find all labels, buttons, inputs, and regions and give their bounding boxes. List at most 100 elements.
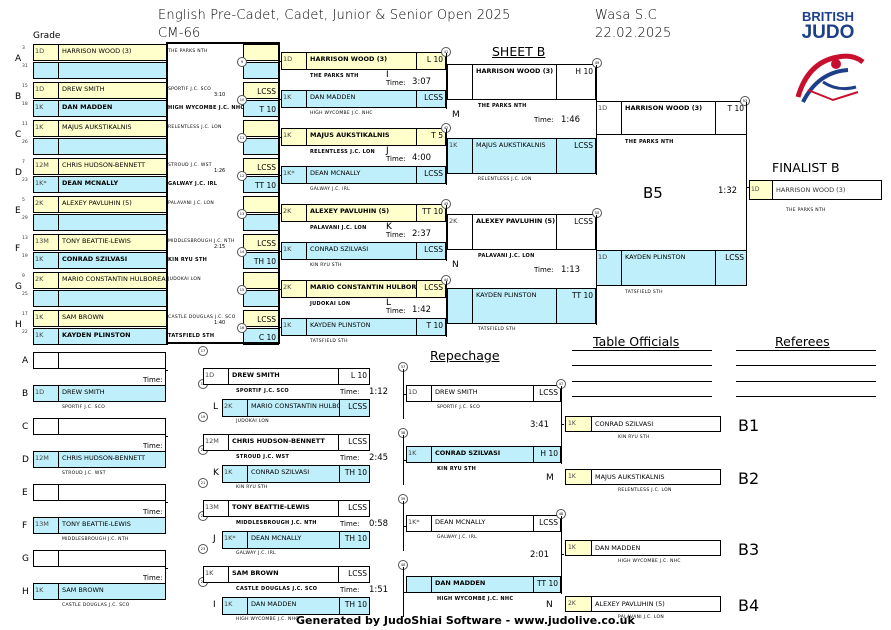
time-label: Time: (143, 574, 163, 582)
bracket-line (279, 289, 282, 290)
score-cell: L 10 (338, 368, 370, 385)
match-number: 12 (237, 171, 247, 181)
match-number: 10 (237, 95, 247, 105)
score-cell: LCSS (533, 385, 561, 402)
match-number: 11 (237, 133, 247, 143)
grade-cell: 1K (33, 310, 59, 327)
club-label: STROUD J.C. WST (236, 454, 290, 460)
club-label: THE PARKS NTH (786, 208, 826, 213)
match-number: 19 (198, 412, 208, 422)
match-mark: M (452, 110, 460, 120)
club-label: RELENTLESS J.C. LON (168, 125, 222, 130)
bracket-line (165, 568, 168, 569)
club-label: PALAVANI J.C. LON (478, 253, 535, 259)
match-time: 3:41 (530, 420, 550, 430)
bronze-label: B3 (738, 540, 760, 559)
bracket-line (279, 99, 282, 100)
row-letter: D (15, 168, 22, 178)
row-letter: C (15, 130, 22, 140)
score-cell: T 10 (715, 101, 747, 135)
row-letter: B (22, 389, 29, 399)
club-label: THE PARKS NTH (625, 139, 674, 145)
tournament-title: English Pre-Cadet, Cadet, Junior & Senio… (158, 8, 511, 23)
match-number: 23 (198, 544, 208, 554)
pool-label: B5 (643, 184, 663, 202)
grade-cell: 2K (33, 196, 59, 213)
bracket-line (279, 175, 282, 176)
time-label: Time: (143, 508, 163, 516)
grade-cell: 1K* (406, 515, 432, 532)
match-mark: J (213, 534, 216, 544)
score-bottom: T 10 (243, 100, 279, 117)
club-label: PALAVANI J.C. LON (310, 225, 367, 231)
bronze-label: B4 (738, 596, 760, 615)
grade-cell: 1K (33, 583, 59, 600)
match-time: 1:40 (214, 320, 226, 326)
bracket-line (561, 554, 564, 555)
score-cell: LCSS (338, 500, 370, 517)
venue: Wasa S.C (595, 8, 657, 23)
club-label: MIDDLESBROUGH J.C. NTH (236, 520, 317, 526)
grade-cell (33, 214, 59, 231)
score-cell: T 10 (416, 318, 446, 336)
row-letter: E (15, 206, 21, 216)
time-label: Time: (534, 116, 554, 124)
name-cell: KAYDEN PLINSTON (472, 288, 557, 324)
match-time: 3:10 (214, 92, 226, 98)
grade-cell: 1K (565, 540, 592, 556)
grade-cell: 2K (565, 596, 592, 612)
score-cell: LCSS (338, 566, 370, 583)
seed-number: 22 (22, 330, 28, 335)
club-label: KIN RYU STH (310, 263, 342, 268)
match-time: 0:58 (369, 519, 389, 529)
club-label: KIN RYU STH (437, 466, 477, 472)
seed-number: 3 (22, 46, 25, 51)
name-cell: DAN MADDEN (306, 90, 417, 108)
name-cell: HARRISON WOOD (3) (772, 180, 882, 200)
score-top: LCSS (243, 82, 279, 99)
grade-cell (33, 418, 59, 435)
club-label: THE PARKS NTH (310, 73, 359, 79)
match-time: 3:07 (412, 77, 432, 87)
bracket-line (561, 516, 562, 594)
name-cell: SAM BROWN (228, 566, 339, 583)
match-number: 14 (237, 247, 247, 257)
row-letter: G (22, 554, 29, 564)
name-cell: CHRIS HUDSON-BENNETT (58, 158, 168, 175)
score-cell: H 10 (533, 446, 561, 463)
match-number: 15 (237, 285, 247, 295)
bracket-line (561, 424, 564, 425)
grade-cell: 1K (33, 100, 59, 117)
name-cell: SAM BROWN (58, 583, 166, 600)
name-cell: TONY BEATTIE-LEWIS (228, 500, 339, 517)
score-cell: LCSS (416, 166, 446, 184)
name-cell: DAN MADDEN (247, 597, 340, 615)
club-label: SPORTIF J.C. SCO (62, 405, 106, 410)
score-cell: TT 10 (556, 288, 596, 324)
time-label: Time: (386, 79, 406, 87)
bronze-label: B2 (738, 469, 760, 488)
referee-line (736, 396, 876, 397)
seed-number: 15 (22, 84, 28, 89)
grade-cell: 1K (406, 446, 432, 463)
match-time: 1:32 (718, 186, 738, 196)
score-top (243, 196, 279, 213)
time-label: Time: (534, 266, 554, 274)
score-cell: LCSS (556, 138, 596, 174)
grade-cell: 1D (406, 385, 432, 402)
row-letter: A (15, 54, 22, 64)
grade-label: Grade (33, 31, 61, 41)
name-cell: MAJUS AUKSTIKALNIS (591, 469, 721, 485)
time-label: Time: (386, 307, 406, 315)
official-line (572, 350, 712, 351)
bracket-line (165, 370, 168, 371)
grade-cell (33, 352, 59, 369)
score-cell: LCSS (338, 434, 370, 451)
bracket-line (561, 386, 562, 464)
row-letter: D (22, 455, 29, 465)
name-cell (58, 418, 166, 435)
score-bottom: TT 10 (243, 176, 279, 193)
name-cell: HARRISON WOOD (3) (58, 44, 168, 61)
bracket-line (446, 281, 447, 337)
time-label: Time: (386, 155, 406, 163)
